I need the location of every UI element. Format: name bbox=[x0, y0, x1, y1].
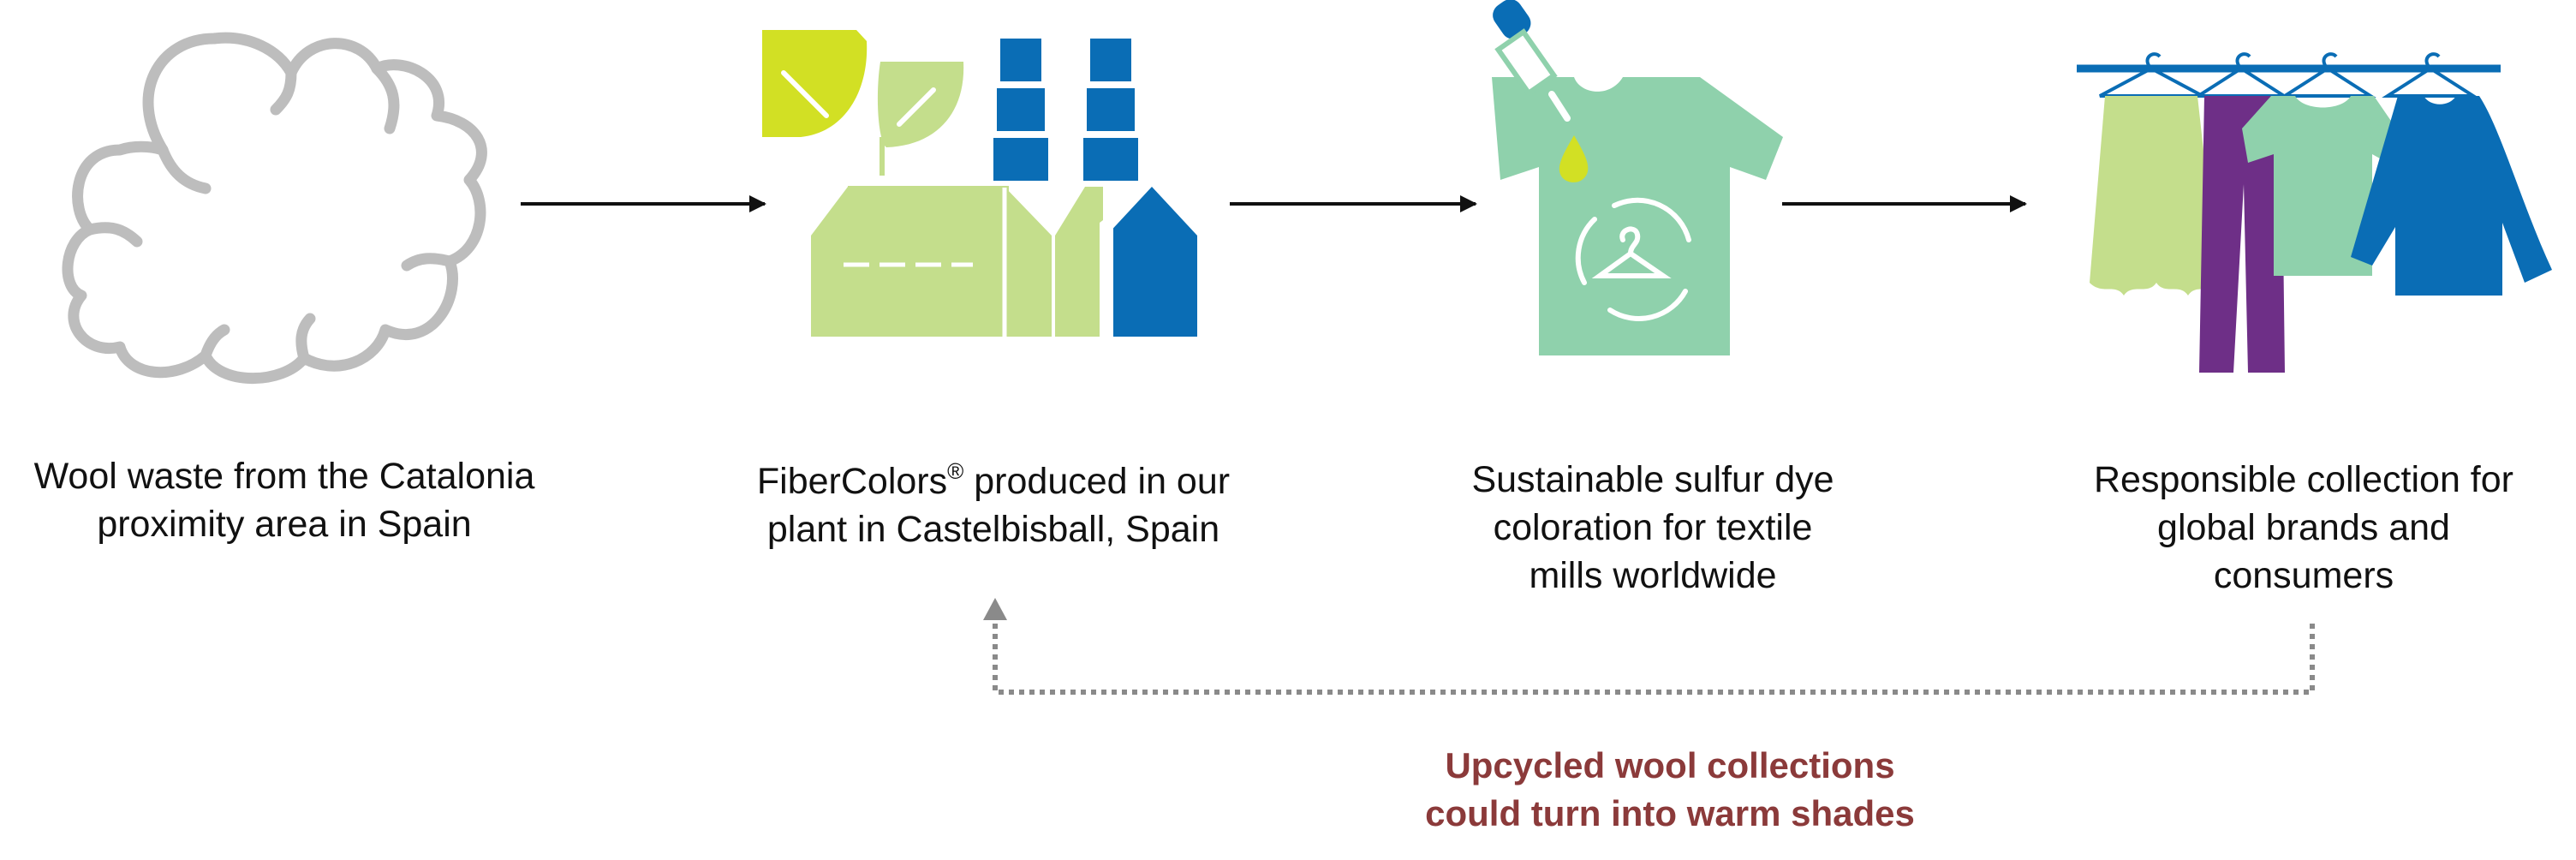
dropper-icon bbox=[1493, 0, 1571, 122]
skirt-icon bbox=[2090, 96, 2218, 296]
caption-line: mills worldwide bbox=[1529, 555, 1777, 596]
caption-line: global brands and bbox=[2157, 507, 2450, 548]
dyed-tshirt-icon bbox=[1492, 0, 1783, 355]
brand-name: FiberColors bbox=[756, 461, 948, 502]
step-caption-sulfur-dye: Sustainable sulfur dye coloration for te… bbox=[1404, 456, 1901, 600]
registered-mark: ® bbox=[947, 457, 964, 484]
caption-line: consumers bbox=[2213, 555, 2394, 596]
caption-line: plant in Castelbisball, Spain bbox=[766, 509, 1220, 550]
dye-drop-icon bbox=[1559, 135, 1589, 182]
caption-line: proximity area in Spain bbox=[97, 504, 472, 545]
sweater-icon bbox=[2351, 96, 2552, 296]
caption-text: produced in our bbox=[963, 461, 1231, 502]
recycle-hanger-icon bbox=[1575, 197, 1691, 321]
caption-line: Sustainable sulfur dye bbox=[1471, 459, 1834, 500]
step-caption-collection: Responsible collection for global brands… bbox=[2038, 456, 2569, 600]
trousers-icon bbox=[2199, 96, 2285, 373]
caption-line: Responsible collection for bbox=[2094, 459, 2513, 500]
clothing-rack-icon bbox=[2077, 52, 2552, 373]
upcycle-note: Upcycled wool collections could turn int… bbox=[1336, 742, 2004, 838]
wool-cloud-icon bbox=[62, 32, 487, 385]
step-caption-wool-waste: Wool waste from the Catalonia proximity … bbox=[10, 452, 558, 548]
leaf-icon bbox=[762, 30, 868, 137]
caption-line: FiberColors® produced in our bbox=[736, 457, 1250, 505]
step-caption-fibercolors: FiberColors® produced in our plant in Ca… bbox=[736, 457, 1250, 553]
upcycle-note-line: could turn into warm shades bbox=[1425, 793, 1915, 833]
factory-icon bbox=[762, 30, 1197, 337]
upcycle-note-line: Upcycled wool collections bbox=[1445, 745, 1895, 785]
caption-line: Wool waste from the Catalonia bbox=[33, 456, 535, 497]
caption-line: coloration for textile bbox=[1493, 507, 1813, 548]
return-loop-arrow bbox=[983, 598, 2315, 695]
